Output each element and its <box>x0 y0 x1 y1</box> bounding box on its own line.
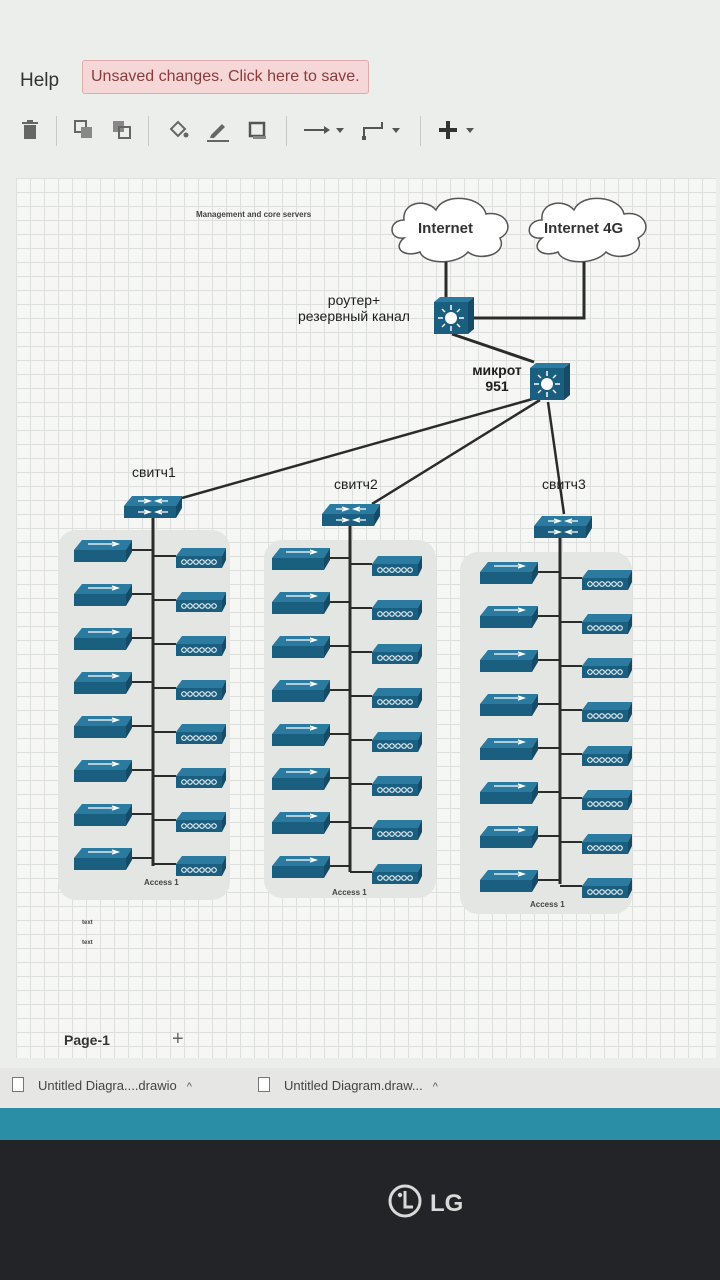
diagram-note: Management and core servers <box>196 210 312 219</box>
access-switch-2-5 <box>271 723 331 747</box>
host-device-3-8 <box>581 877 633 899</box>
access-switch-1-8 <box>73 847 133 871</box>
host-device-3-5 <box>581 745 633 767</box>
host-device-2-7 <box>371 819 423 841</box>
access-switch-2-8 <box>271 855 331 879</box>
stray-text-2: text <box>82 940 93 946</box>
cloud-internet-4g-label: Internet 4G <box>544 220 624 237</box>
shadow-icon[interactable] <box>246 118 270 142</box>
add-page-button[interactable]: + <box>172 1028 184 1050</box>
access-switch-1-1 <box>73 539 133 563</box>
page-tab-1[interactable]: Page-1 <box>64 1032 110 1048</box>
access-switch-3-2 <box>479 605 539 629</box>
host-device-1-7 <box>175 811 227 833</box>
network-diagram <box>58 197 647 914</box>
core-device <box>529 362 571 401</box>
core-label: микрот 951 <box>472 362 522 394</box>
cloud-internet <box>391 197 509 263</box>
switch-2-label: свитч2 <box>334 476 378 492</box>
router-label: роутер+ резервный канал <box>298 292 410 324</box>
access-switch-1-5 <box>73 715 133 739</box>
host-device-1-4 <box>175 679 227 701</box>
access-switch-2-7 <box>271 811 331 835</box>
unsaved-changes-banner[interactable]: Unsaved changes. Click here to save. <box>82 60 369 94</box>
access-switch-1-3 <box>73 627 133 651</box>
to-back-icon[interactable] <box>110 118 134 142</box>
host-device-1-2 <box>175 591 227 613</box>
host-device-2-4 <box>371 687 423 709</box>
downloads-bar: Untitled Diagra....drawio^ Untitled Diag… <box>0 1068 720 1108</box>
access-switch-3-4 <box>479 693 539 717</box>
host-device-2-3 <box>371 643 423 665</box>
monitor-bezel <box>0 1140 720 1280</box>
router-device <box>433 296 475 335</box>
access-switch-2-6 <box>271 767 331 791</box>
host-device-3-4 <box>581 701 633 723</box>
taskbar <box>0 1108 720 1140</box>
stray-text-1: text <box>82 920 93 926</box>
cloud-internet-4g <box>528 197 647 263</box>
file-icon <box>12 1077 24 1092</box>
delete-icon[interactable] <box>18 118 42 142</box>
host-device-3-7 <box>581 833 633 855</box>
access-switch-1-2 <box>73 583 133 607</box>
host-device-3-1 <box>581 569 633 591</box>
help-menu[interactable]: Help <box>20 70 60 91</box>
chevron-up-icon[interactable]: ^ <box>186 1081 192 1093</box>
screen: Help Unsaved changes. Click here to save… <box>0 0 720 1140</box>
host-device-1-3 <box>175 635 227 657</box>
fill-color-icon[interactable] <box>166 118 190 142</box>
download-item-1[interactable]: Untitled Diagra....drawio^ <box>12 1077 192 1093</box>
host-device-2-6 <box>371 775 423 797</box>
host-device-1-6 <box>175 767 227 789</box>
menu-row: Help Unsaved changes. Click here to save… <box>0 55 720 105</box>
access-switch-3-1 <box>479 561 539 585</box>
host-device-1-8 <box>175 855 227 877</box>
diagram-canvas[interactable]: Management and core servers Internet Int… <box>16 178 716 1058</box>
host-device-1-1 <box>175 547 227 569</box>
cloud-internet-label: Internet <box>418 220 474 237</box>
access-group-3 <box>460 552 632 914</box>
to-front-icon[interactable] <box>72 118 96 142</box>
access-label-3: Access 1 <box>530 900 565 909</box>
insert-plus-icon[interactable] <box>436 118 480 142</box>
distribution-switch-3 <box>533 515 593 539</box>
access-switch-1-4 <box>73 671 133 695</box>
access-switch-3-6 <box>479 781 539 805</box>
connection-arrow-icon[interactable] <box>302 118 346 142</box>
file-icon <box>258 1077 270 1092</box>
svg-text:LG: LG <box>430 1190 463 1217</box>
access-switch-3-5 <box>479 737 539 761</box>
access-switch-2-2 <box>271 591 331 615</box>
access-switch-1-7 <box>73 803 133 827</box>
host-device-2-1 <box>371 555 423 577</box>
toolbar <box>0 110 720 152</box>
host-device-1-5 <box>175 723 227 745</box>
access-label-2: Access 1 <box>332 888 367 897</box>
host-device-3-3 <box>581 657 633 679</box>
waypoints-icon[interactable] <box>360 118 404 142</box>
host-device-3-6 <box>581 789 633 811</box>
host-device-2-5 <box>371 731 423 753</box>
line-color-icon[interactable] <box>206 118 230 142</box>
download-item-2[interactable]: Untitled Diagram.draw...^ <box>258 1077 438 1093</box>
host-device-3-2 <box>581 613 633 635</box>
switch-1-label: свитч1 <box>132 464 176 480</box>
access-switch-3-3 <box>479 649 539 673</box>
lg-logo: LG <box>388 1184 463 1218</box>
host-device-2-2 <box>371 599 423 621</box>
distribution-switch-1 <box>123 495 183 519</box>
distribution-switch-2 <box>321 503 381 527</box>
access-switch-3-8 <box>479 869 539 893</box>
chevron-up-icon[interactable]: ^ <box>432 1081 438 1093</box>
access-switch-2-1 <box>271 547 331 571</box>
access-switch-1-6 <box>73 759 133 783</box>
access-switch-2-4 <box>271 679 331 703</box>
switch-3-label: свитч3 <box>542 476 586 492</box>
access-switch-2-3 <box>271 635 331 659</box>
access-label-1: Access 1 <box>144 878 179 887</box>
host-device-2-8 <box>371 863 423 885</box>
access-switch-3-7 <box>479 825 539 849</box>
